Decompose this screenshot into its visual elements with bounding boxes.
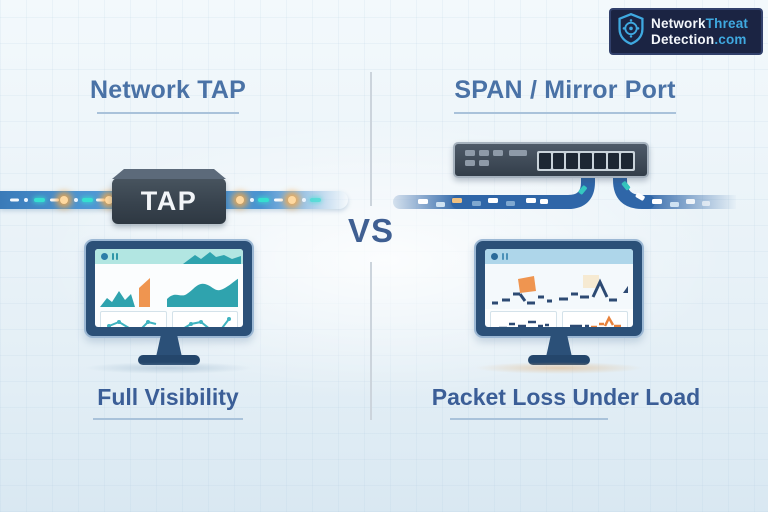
brand-network: Network — [651, 15, 706, 31]
monitor-base — [138, 355, 200, 365]
brand-detection: Detection — [651, 31, 715, 47]
packet-glow — [105, 196, 113, 204]
dashboard-header — [95, 249, 243, 264]
switch-port-strip — [537, 151, 635, 171]
monitor-stand — [156, 336, 182, 357]
line-chart-panel — [100, 311, 167, 327]
packet — [96, 198, 105, 202]
window-dot-icon — [491, 253, 498, 260]
line-chart — [183, 317, 231, 327]
left-verdict-underline — [93, 418, 243, 420]
mirrored-packets — [418, 181, 710, 207]
left-title-text: Network TAP — [90, 76, 246, 104]
monitor-frame — [474, 239, 644, 338]
packet-glow — [236, 196, 244, 204]
brand-text: NetworkThreat Detection.com — [651, 16, 748, 47]
vs-label: VS — [347, 212, 395, 249]
pause-bar-icon — [112, 253, 114, 260]
chart-row-secondary — [95, 309, 243, 327]
brand-threat: Threat — [705, 15, 749, 31]
packet — [82, 198, 93, 202]
broken-line-chart — [569, 315, 621, 327]
packet-glow — [60, 196, 68, 204]
packet — [74, 198, 78, 202]
tap-device: TAP — [112, 178, 226, 224]
pause-bar-icon — [506, 253, 508, 260]
right-verdict: Packet Loss Under Load — [426, 384, 706, 420]
broken-line-chart — [558, 275, 628, 302]
monitor-frame — [84, 239, 254, 338]
brand-com: .com — [714, 31, 747, 47]
monitor-shadow — [84, 362, 254, 374]
monitor-screen — [95, 249, 243, 327]
packet-glow — [288, 196, 296, 204]
packet — [310, 198, 321, 202]
packet — [250, 198, 254, 202]
broken-line-panel — [561, 311, 628, 327]
left-verdict-text: Full Visibility — [97, 384, 239, 410]
packet — [34, 198, 45, 202]
monitor-shadow — [474, 362, 644, 374]
packet — [258, 198, 269, 202]
chart-row-main — [485, 264, 633, 309]
chart-row-main — [95, 264, 243, 309]
packet — [24, 198, 28, 202]
packet — [302, 198, 306, 202]
broken-line-chart — [499, 320, 550, 327]
right-verdict-text: Packet Loss Under Load — [431, 384, 701, 410]
broken-line-chart — [492, 276, 552, 305]
right-title-text: SPAN / Mirror Port — [454, 76, 676, 104]
monitor-base — [528, 355, 590, 365]
pause-bar-icon — [116, 253, 118, 260]
monitor-screen — [485, 249, 633, 327]
packet — [50, 198, 59, 202]
broken-line-panel — [490, 311, 557, 327]
right-monitor — [474, 239, 644, 377]
window-dot-icon — [101, 253, 108, 260]
packet — [274, 198, 283, 202]
tap-device-label: TAP — [140, 185, 198, 216]
divider-bottom — [370, 262, 372, 420]
right-title-underline — [454, 112, 676, 114]
chart-row-secondary — [485, 309, 633, 327]
divider-top — [370, 72, 372, 206]
left-title: Network TAP — [68, 76, 268, 114]
right-title: SPAN / Mirror Port — [425, 76, 705, 114]
pause-bar-icon — [502, 253, 504, 260]
area-chart-with-spike — [100, 278, 150, 307]
left-monitor — [84, 239, 254, 377]
left-verdict: Full Visibility — [58, 384, 278, 420]
packet — [10, 198, 19, 202]
line-chart-panel — [171, 311, 238, 327]
left-title-underline — [97, 112, 239, 114]
shield-icon — [617, 12, 645, 50]
right-verdict-underline — [450, 418, 608, 420]
network-switch — [453, 142, 649, 178]
dashboard-header — [485, 249, 633, 264]
header-area-chart — [183, 252, 241, 264]
smooth-area-chart — [166, 278, 238, 307]
monitor-stand — [546, 336, 572, 357]
line-chart — [107, 320, 157, 327]
switch-indicators — [465, 150, 535, 170]
brand-logo: NetworkThreat Detection.com — [609, 8, 763, 55]
span-mirror-cables — [393, 151, 736, 209]
